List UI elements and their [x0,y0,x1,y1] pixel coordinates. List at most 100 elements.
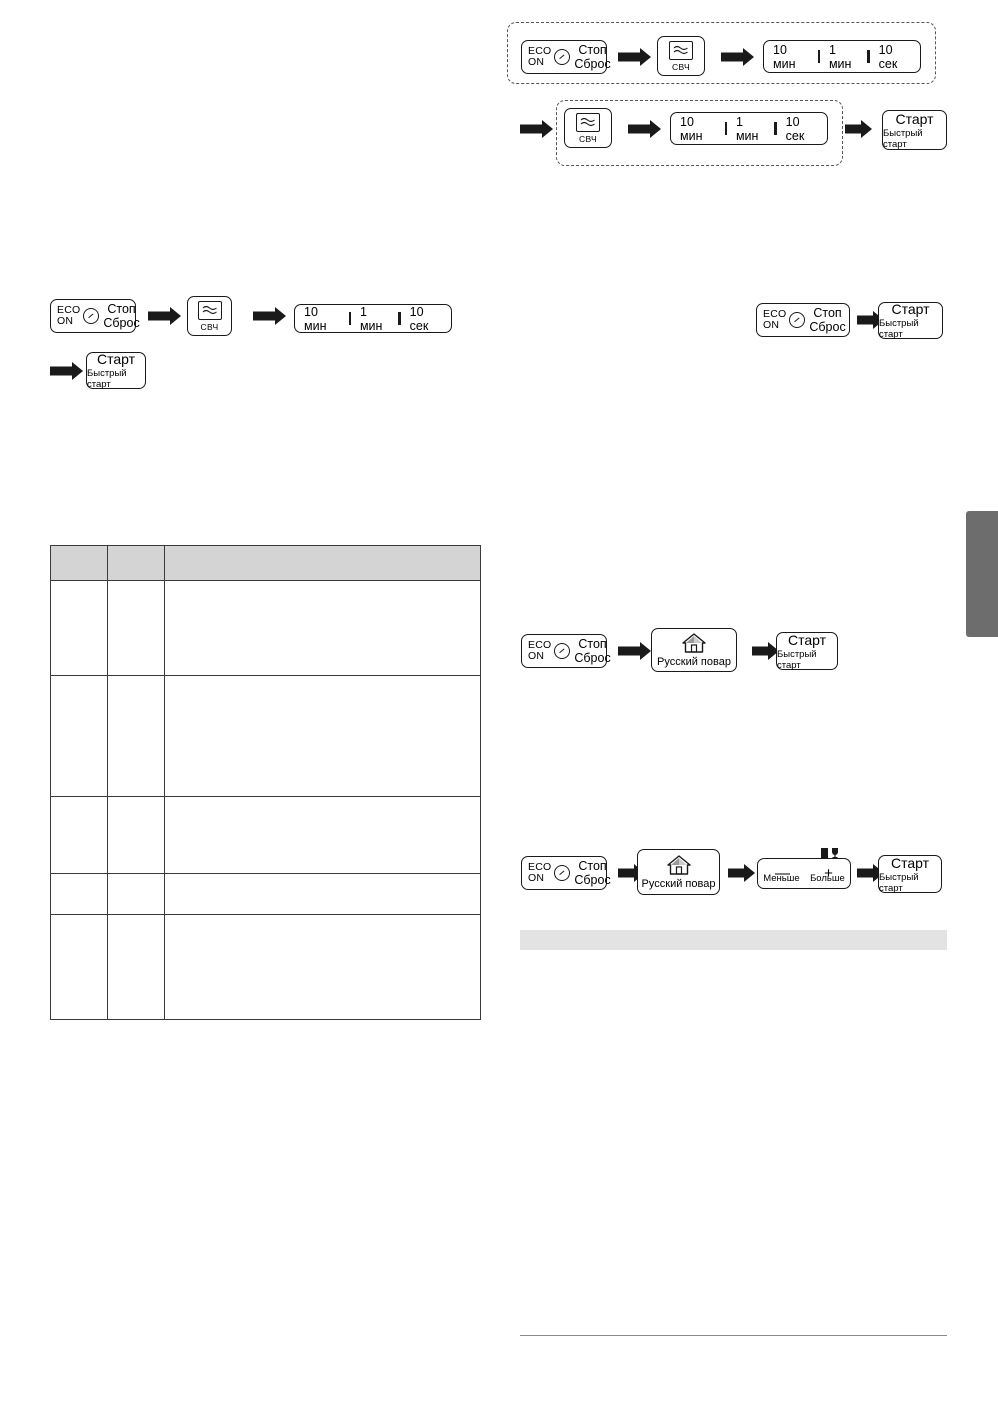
microwave-wave-icon [669,40,693,60]
footer-rule [520,1335,947,1337]
table-cell [107,796,165,874]
time-seg-10min[interactable]: 10 мин [304,304,327,333]
microwave-key[interactable]: СВЧ [564,108,612,148]
sequence-group-box-2 [556,100,843,166]
stop-reset-label: Стоп Сброс [574,859,611,887]
eco-stop-key[interactable]: ECO ON Стоп Сброс [521,40,611,74]
time-box[interactable]: 10 мин 1 мин 10 сек [670,112,828,145]
power-knob-icon [554,49,571,65]
plate-glass-icon [821,848,838,859]
plus-sign[interactable]: + [824,865,833,882]
less-more-words: Меньше Больше [758,872,850,884]
stop-reset-label: Стоп Сброс [103,302,140,330]
start-key[interactable]: Старт Быстрый старт [882,110,947,150]
eco-stop-key[interactable]: ECO ON Стоп Сброс [756,303,850,337]
time-seg-10sec[interactable]: 10 сек [878,42,898,71]
eco-stop-key[interactable]: ECO ON Стоп Сброс [521,634,611,668]
power-knob-icon [789,312,806,328]
table-cell [50,914,108,1020]
less-more-key[interactable]: — + Меньше Больше [757,848,851,889]
table-cell [164,675,481,797]
table-row [50,914,481,1020]
house-chef-icon [682,633,706,653]
less-more-signs: — + [758,866,850,881]
cook-key-label: Русский повар [641,878,716,890]
time-box[interactable]: 10 мин 1 мин 10 сек [763,40,921,73]
quick-start-label: Быстрый старт [87,368,127,390]
time-divider [817,50,820,63]
more-label[interactable]: Больше [810,872,845,884]
quick-start-label: Быстрый старт [879,871,919,894]
wave-lines-icon [580,117,595,126]
wave-lines-icon [202,305,217,314]
time-seg-10min[interactable]: 10 мин [773,42,796,71]
minus-sign[interactable]: — [775,865,791,882]
table-cell [50,580,108,676]
start-label: Старт [96,351,136,367]
section-band [520,930,947,950]
table-cell [107,580,165,676]
eco-on-label: ECO ON [528,638,552,662]
eco-on-label: ECO ON [763,307,787,331]
time-seg-1min[interactable]: 1 мин [735,114,759,143]
quick-start-label: Быстрый старт [883,127,923,150]
start-key[interactable]: Старт Быстрый старт [878,301,943,340]
start-key[interactable]: Старт Быстрый старт [776,632,838,671]
start-key[interactable]: Старт Быстрый старт [86,351,146,390]
quick-start-label: Быстрый старт [879,318,919,340]
microwave-key[interactable]: СВЧ [657,36,705,76]
microwave-key-label: СВЧ [672,61,690,72]
power-knob-icon [554,865,571,881]
time-divider [774,122,777,135]
eco-stop-key[interactable]: ECO ON Стоп Сброс [50,299,140,333]
time-box[interactable]: 10 мин 1 мин 10 сек [294,304,452,333]
quick-start-label: Быстрый старт [777,648,817,671]
power-knob-icon [554,643,571,659]
time-divider [724,122,727,135]
microwave-key-label: СВЧ [579,133,597,144]
time-divider [398,312,401,325]
time-divider [867,50,870,63]
table-cell [164,796,481,874]
eco-on-label: ECO ON [528,44,552,68]
table-cell [107,914,165,1020]
time-seg-10sec[interactable]: 10 сек [785,114,805,143]
time-seg-10min[interactable]: 10 мин [680,114,703,143]
table-cell [164,873,481,915]
sequence-group-box-1 [507,22,936,84]
start-key[interactable]: Старт Быстрый старт [878,855,942,894]
table-cell [107,675,165,797]
eco-stop-key[interactable]: ECO ON Стоп Сброс [521,856,611,890]
microwave-key-label: СВЧ [200,321,219,332]
house-chef-icon [666,855,691,875]
program-table [50,545,481,1020]
time-seg-1min[interactable]: 1 мин [359,304,383,333]
cook-key[interactable]: Русский повар [651,628,737,672]
table-header-cell [164,545,481,581]
cook-key[interactable]: Русский повар [637,849,720,895]
microwave-wave-icon [197,300,222,320]
table-row [50,580,481,676]
wave-lines-icon [673,45,688,54]
table-header-cell [107,545,165,581]
microwave-key[interactable]: СВЧ [187,296,232,336]
less-label[interactable]: Меньше [763,872,800,884]
table-cell [164,580,481,676]
table-row [50,796,481,874]
table-row [50,873,481,915]
stop-reset-label: Стоп Сброс [574,43,611,71]
power-knob-icon [83,308,100,324]
page-side-tab [966,511,998,637]
portion-indicator-icon [820,846,840,860]
time-seg-1min[interactable]: 1 мин [828,42,852,71]
start-label: Старт [891,301,930,317]
table-cell [50,675,108,797]
eco-on-label: ECO ON [528,860,552,884]
microwave-wave-icon [576,112,600,132]
table-header-cell [50,545,108,581]
table-cell [164,914,481,1020]
start-label: Старт [895,110,934,127]
time-seg-10sec[interactable]: 10 сек [409,304,429,333]
table-cell [50,873,108,915]
